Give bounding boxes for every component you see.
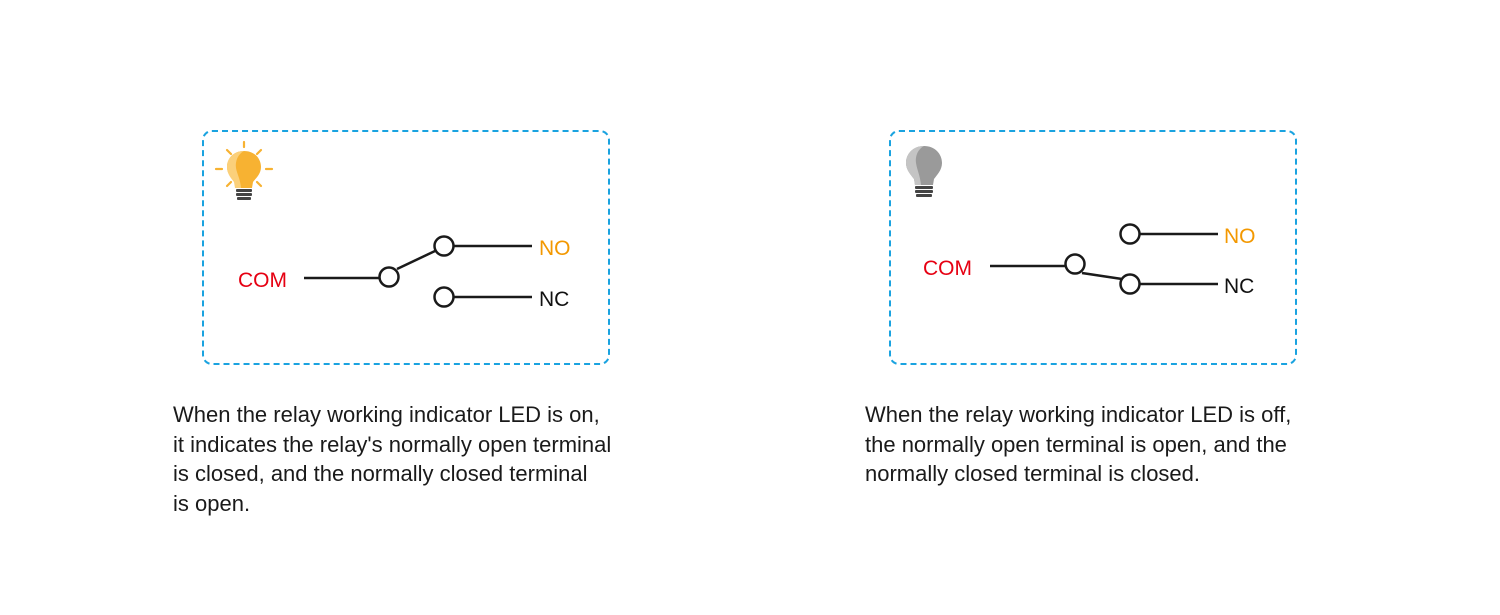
relay-off-caption: When the relay working indicator LED is … [865,400,1291,489]
com-label: COM [238,269,287,292]
lightbulb-on-icon [214,140,274,200]
switch-arm [1081,271,1123,281]
com-terminal [378,266,400,288]
switch-arm [396,249,436,271]
nc-terminal [1119,273,1141,295]
nc-label: NC [1224,275,1254,298]
com-label: COM [923,257,972,280]
no-label: NO [1224,225,1256,248]
no-label: NO [539,237,571,260]
relay-off-diagram-frame: COM NO NC [889,130,1297,365]
relay-on-diagram-frame: COM NO NC [202,130,610,365]
caption-line: is closed, and the normally closed termi… [173,461,588,486]
com-terminal [1064,253,1086,275]
caption-line: the normally open terminal is open, and … [865,431,1287,457]
relay-off-diagram: COM NO NC [906,146,1256,298]
caption-line: When the relay working indicator LED is … [865,402,1292,427]
caption-line: When the relay working indicator LED is … [173,402,600,427]
caption-line: is open. [173,490,251,516]
relay-on-diagram: COM NO NC [214,140,571,311]
nc-label: NC [539,288,569,311]
caption-line: normally closed terminal is closed. [865,461,1201,486]
relay-on-caption: When the relay working indicator LED is … [173,400,611,518]
lightbulb-off-icon [906,146,942,197]
nc-terminal [433,286,455,308]
no-terminal [433,235,455,257]
caption-line: it indicates the relay's normally open t… [173,431,612,457]
no-terminal [1119,223,1141,245]
